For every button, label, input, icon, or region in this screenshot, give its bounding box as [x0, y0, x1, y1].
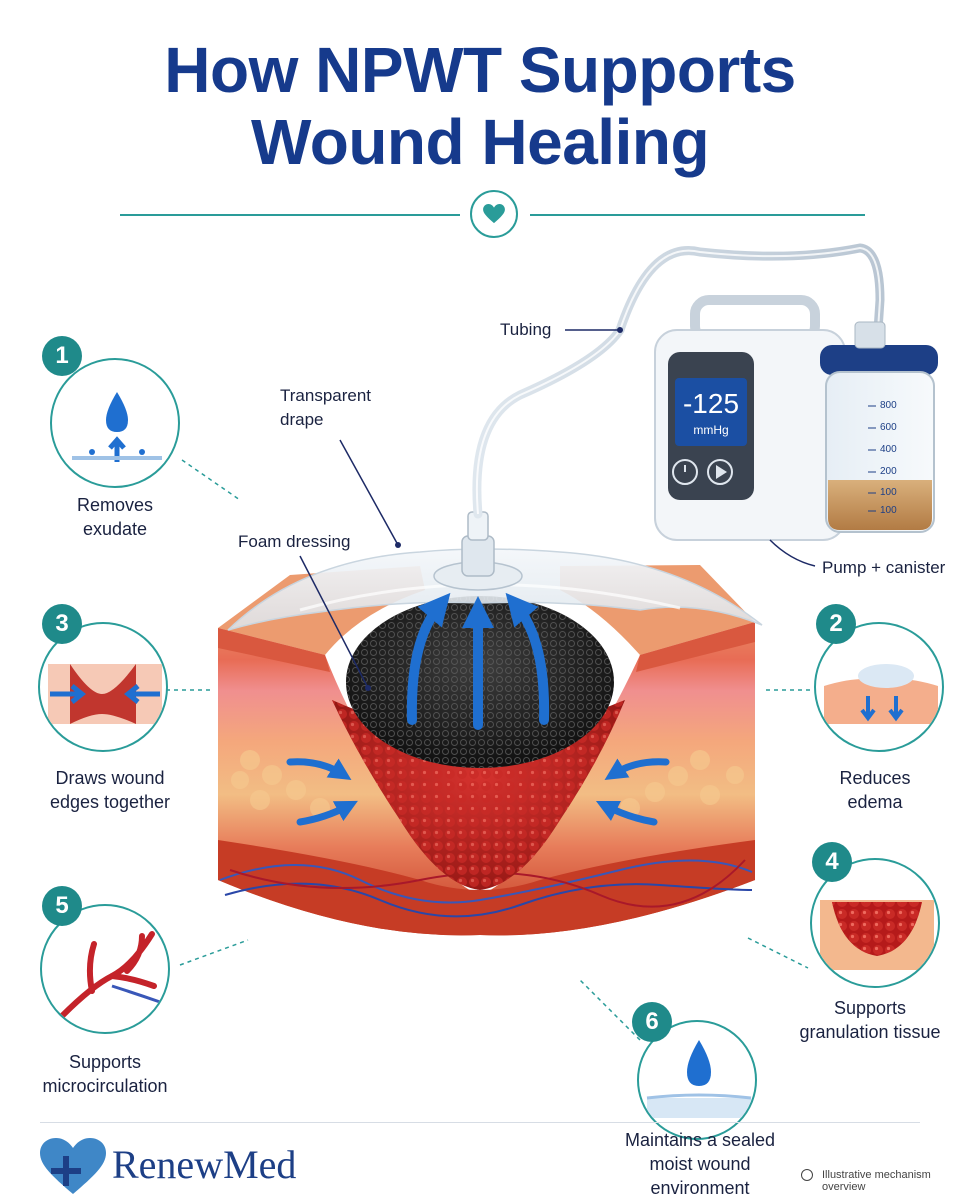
mechanism-5-number: 5 — [42, 886, 82, 926]
canister-scale-100a: 100 — [880, 487, 897, 498]
mechanism-4-circle — [810, 858, 940, 988]
edges-arrows-icon — [48, 664, 162, 724]
droplet-up-arrow-icon — [72, 392, 162, 462]
heart-icon — [483, 204, 505, 224]
mechanism-1-label: Removes exudate — [76, 495, 154, 539]
heart-badge — [470, 190, 518, 238]
page-title: How NPWT Supports Wound Healing — [0, 34, 960, 178]
title-line-1: How NPWT Supports — [164, 34, 796, 106]
divider-right — [530, 214, 865, 216]
mechanism-3-number: 3 — [42, 604, 82, 644]
canister-scale-800: 800 — [880, 400, 897, 411]
pressure-unit: mmHg — [693, 423, 729, 437]
mechanism-6-circle — [637, 1020, 757, 1140]
footer-note: Illustrative mechanism overview — [822, 1169, 931, 1193]
callout-foam: Foam dressing — [238, 532, 351, 551]
mechanism-6-label: Maintains a sealed moist wound environme… — [624, 1130, 776, 1198]
divider-left — [120, 214, 460, 216]
mechanism-2-circle — [814, 622, 944, 752]
callout-tubing: Tubing — [500, 320, 552, 339]
canister-scale-400: 400 — [880, 444, 897, 455]
footer-divider — [40, 1122, 920, 1123]
moist-droplet-icon — [646, 1040, 752, 1118]
callout-drape: Transparent drape — [280, 386, 372, 429]
mechanism-3-circle — [38, 622, 168, 752]
mechanism-3-label: Draws wound edges together — [49, 768, 171, 812]
mechanism-2-label: Reduces edema — [839, 768, 911, 812]
tissue-down-arrow-icon — [824, 664, 938, 724]
canister-scale-600: 600 — [880, 422, 897, 433]
canister-scale-200: 200 — [880, 466, 897, 477]
mechanism-5-label: Supports microcirculation — [42, 1052, 168, 1096]
callout-pump: Pump + canister — [822, 558, 946, 577]
mechanism-4-label: Supports granulation tissue — [799, 998, 941, 1042]
mechanism-6-number: 6 — [632, 1002, 672, 1042]
title-line-2: Wound Healing — [250, 106, 710, 178]
heart-cross-logo-icon — [40, 1138, 106, 1194]
mechanism-1-number: 1 — [42, 336, 82, 376]
pressure-readout: -125 — [682, 388, 740, 419]
blood-vessel-icon — [59, 931, 161, 1019]
canister-scale-100b: 100 — [880, 505, 897, 516]
mechanism-1-circle — [50, 358, 180, 488]
mechanism-5-circle — [40, 904, 170, 1034]
granulation-tissue-icon — [820, 900, 934, 970]
brand-name: RenewMed — [112, 1142, 297, 1187]
mechanism-2-number: 2 — [816, 604, 856, 644]
mechanism-4-number: 4 — [812, 842, 852, 882]
note-circle-icon — [801, 1169, 813, 1181]
